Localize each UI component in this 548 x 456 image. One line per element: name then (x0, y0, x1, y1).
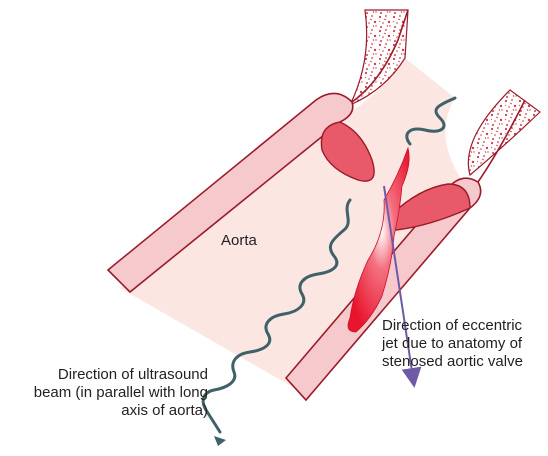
beam-label-line-3: axis of aorta) (34, 402, 208, 420)
myocardium-right (468, 90, 540, 175)
jet-label-line-3: stenosed aortic valve (382, 353, 523, 371)
beam-label-line-1: Direction of ultrasound (34, 366, 208, 384)
aorta-label: Aorta (221, 232, 257, 250)
jet-label-line-2: jet due to anatomy of (382, 335, 523, 353)
jet-label-line-1: Direction of eccentric (382, 317, 523, 335)
jet-direction-label: Direction of eccentric jet due to anatom… (382, 317, 523, 371)
ultrasound-beam-arrowhead (214, 436, 226, 446)
ultrasound-beam-label: Direction of ultrasound beam (in paralle… (34, 366, 208, 420)
beam-label-line-2: beam (in parallel with long (34, 384, 208, 402)
